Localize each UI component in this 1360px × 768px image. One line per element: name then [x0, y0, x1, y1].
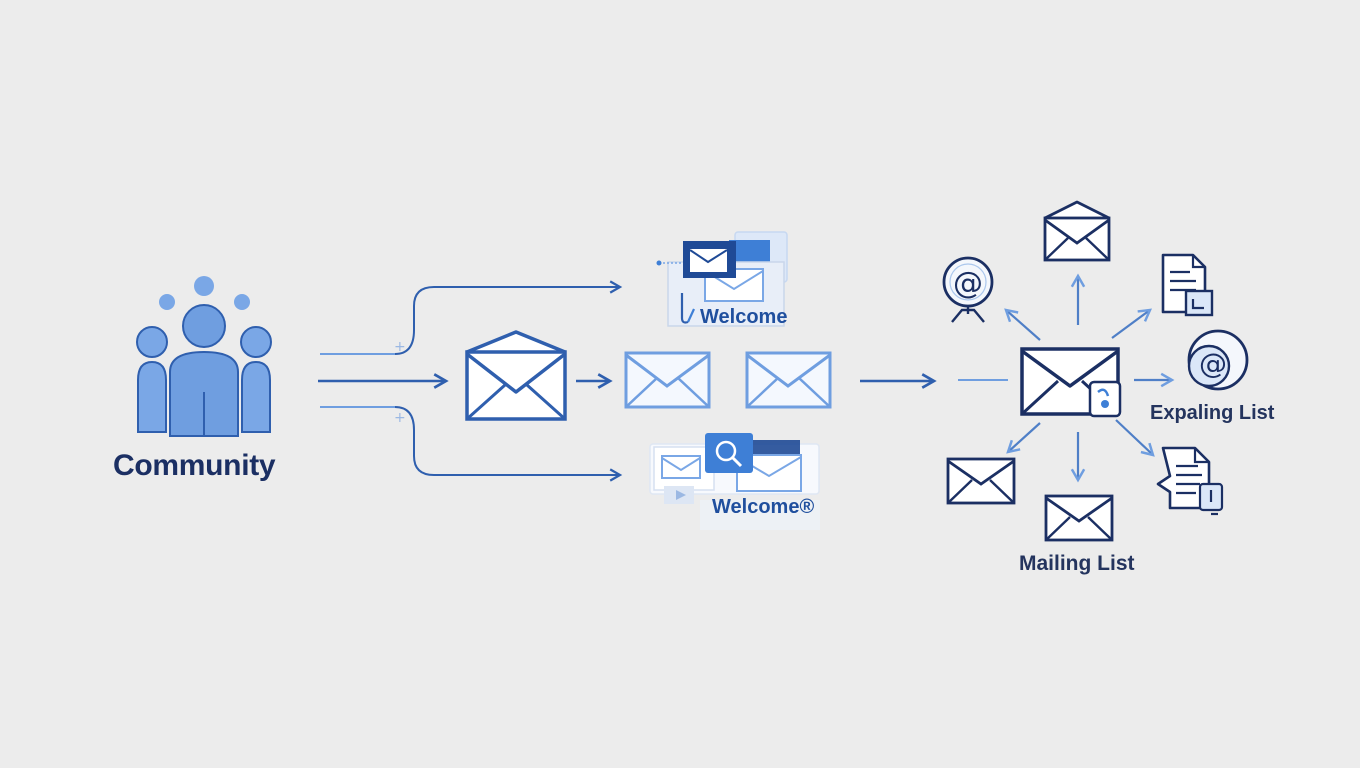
welcome-label-top: Welcome	[700, 306, 788, 328]
envelope-icon	[1043, 200, 1111, 262]
lock-icon	[1088, 380, 1122, 418]
welcome-card-top	[656, 231, 788, 327]
envelope-icon	[1044, 494, 1114, 542]
flow-arrows-left: + +	[318, 280, 623, 482]
envelope-icon	[946, 457, 1016, 505]
mailing-list-label: Mailing List	[1019, 552, 1135, 575]
magnifier-icon	[715, 440, 743, 468]
document-icon	[1156, 446, 1224, 516]
welcome-label-bottom: Welcome®	[712, 496, 815, 518]
expanding-list-label: Expaling List	[1150, 402, 1275, 424]
community-label: Community	[113, 449, 276, 482]
svg-text:@: @	[953, 266, 983, 301]
radial-arrows	[1004, 273, 1175, 483]
svg-text:@: @	[1199, 347, 1227, 380]
envelope-icon	[624, 351, 711, 409]
envelope-icon	[465, 330, 567, 421]
people-group-icon	[136, 276, 272, 437]
svg-text:+: +	[394, 410, 406, 426]
welcome-card-bottom	[649, 433, 820, 530]
at-sign-icon: @	[1187, 329, 1249, 391]
svg-text:+: +	[394, 339, 406, 355]
document-icon	[1161, 253, 1214, 317]
at-sign-icon: @	[942, 256, 994, 323]
envelope-icon	[745, 351, 832, 409]
